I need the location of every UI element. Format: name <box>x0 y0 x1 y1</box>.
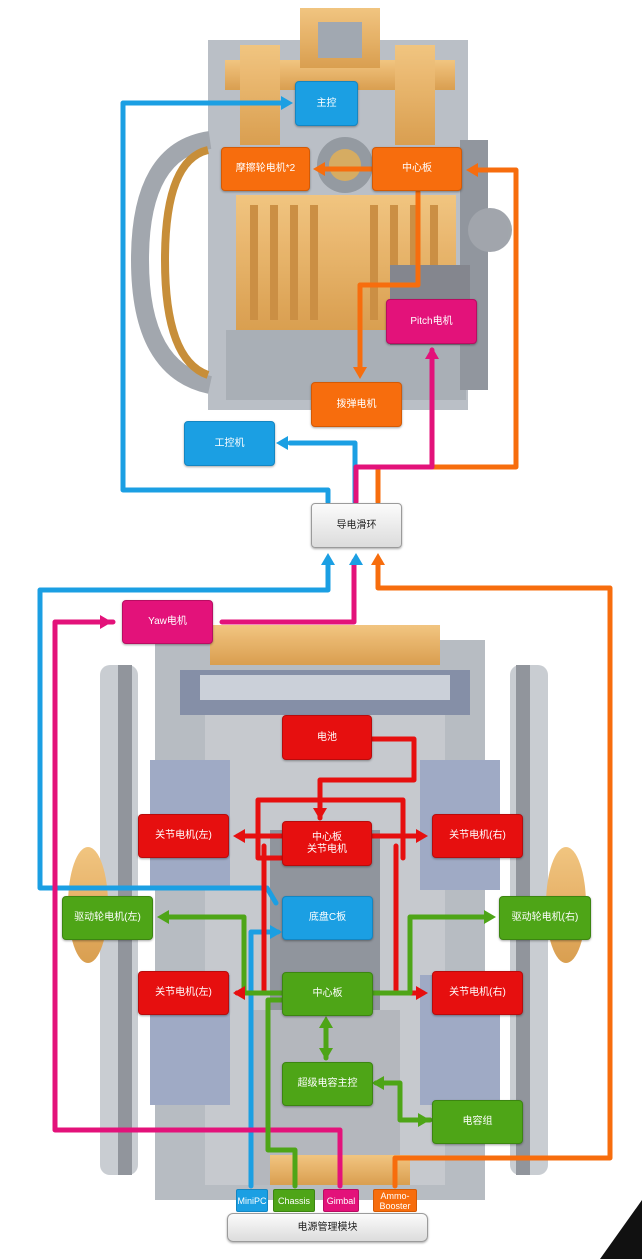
arrowhead <box>416 986 428 1000</box>
slip-ring-box: 导电滑环 <box>311 503 402 548</box>
friction-motor-box: 摩擦轮电机*2 <box>221 147 310 191</box>
arrowhead <box>484 910 496 924</box>
wire-blue-chassis <box>37 557 331 906</box>
joint-motor-left-lower-box: 关节电机(左) <box>138 971 229 1015</box>
arrowheads <box>100 96 496 1127</box>
arrowhead <box>425 347 439 359</box>
joint-motor-right-upper-box: 关节电机(右) <box>432 814 523 858</box>
wire-orange-ammo <box>375 559 613 1189</box>
wire-orange-center <box>375 167 519 505</box>
arrowhead <box>372 1076 384 1090</box>
wire-green-right <box>369 914 491 996</box>
arrowhead <box>321 553 335 565</box>
yaw-motor-box: Yaw电机 <box>122 600 213 644</box>
arrowhead <box>319 1048 333 1060</box>
wire-magenta-gimbal <box>52 619 343 1189</box>
arrowhead <box>281 96 293 110</box>
wire-green-left <box>162 914 287 996</box>
arrowhead <box>371 553 385 565</box>
power-port-minipc: MiniPC <box>236 1189 268 1212</box>
wire-green-capbank <box>373 1080 433 1123</box>
arrowhead <box>233 986 245 1000</box>
arrowhead <box>418 1113 430 1127</box>
power-port-ammo-booster: Ammo- Booster <box>373 1189 417 1212</box>
gimbal-center-board-box: 中心板 <box>372 147 462 191</box>
arrowhead <box>353 367 367 379</box>
capacitor-bank-box: 电容组 <box>432 1100 523 1144</box>
wire-blue-minipc <box>248 929 281 1189</box>
wire-red-battery <box>317 736 417 821</box>
wire-orange-feeder <box>357 189 421 373</box>
drive-wheel-right-box: 驱动轮电机(右) <box>499 896 591 940</box>
arrowhead <box>313 808 327 820</box>
arrowhead <box>319 1016 333 1028</box>
wire-magenta-yaw <box>219 558 357 625</box>
ipc-box: 工控机 <box>184 421 275 466</box>
main-control-box: 主控 <box>295 81 358 126</box>
wire-green-chassis <box>265 997 298 1189</box>
arrowhead <box>416 829 428 843</box>
center-joint-board-box: 中心板 关节电机 <box>282 821 372 866</box>
arrowhead <box>349 553 363 565</box>
supercap-control-box: 超级电容主控 <box>282 1062 373 1106</box>
feeder-motor-box: 拨弹电机 <box>311 382 402 427</box>
arrowhead <box>233 829 245 843</box>
battery-box: 电池 <box>282 715 372 760</box>
pitch-motor-box: Pitch电机 <box>386 299 477 344</box>
arrowhead <box>100 615 112 629</box>
power-management-module: 电源管理模块 <box>227 1213 428 1242</box>
power-port-gimbal: Gimbal <box>323 1189 359 1212</box>
corner-shadow <box>600 1200 642 1259</box>
power-port-chassis: Chassis <box>273 1189 315 1212</box>
arrowhead <box>270 925 282 939</box>
arrowhead <box>157 910 169 924</box>
arrowhead <box>466 163 478 177</box>
wire-blue-main <box>120 100 331 505</box>
arrowhead <box>313 162 325 176</box>
joint-motor-right-lower-box: 关节电机(右) <box>432 971 523 1015</box>
gimbal-cad <box>130 8 512 410</box>
wire-magenta-pitch <box>353 347 435 505</box>
wire-red-left-lower <box>255 797 406 861</box>
wire-blue-ipc <box>287 440 358 505</box>
drive-wheel-left-box: 驱动轮电机(左) <box>62 896 153 940</box>
joint-motor-left-upper-box: 关节电机(左) <box>138 814 229 858</box>
chassis-c-board-box: 底盘C板 <box>282 896 373 940</box>
arrowhead <box>276 436 288 450</box>
chassis-center-board-box: 中心板 <box>282 972 373 1016</box>
